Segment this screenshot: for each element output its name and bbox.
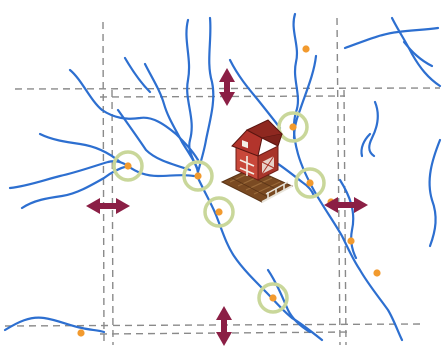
crossing-dot [347, 237, 355, 245]
crossing-ring [257, 282, 289, 314]
crossing-ring [203, 196, 235, 228]
crossing-dot [77, 329, 85, 337]
river-left-trib-mid [116, 108, 192, 172]
crossing-ring [294, 167, 326, 199]
river-top-right-b [390, 16, 442, 88]
barn-icon [220, 119, 294, 203]
river-top-right-c [402, 40, 434, 68]
crossing-ring [277, 111, 309, 143]
arrow-vertical-top [219, 68, 235, 106]
arrow-horizontal-right [324, 197, 368, 213]
grid-line-vertical-right-inner [343, 89, 347, 346]
crossing-dot [302, 45, 310, 53]
river-left-west-c [38, 132, 122, 164]
grid-line-horizontal-top [14, 87, 441, 90]
arrow-horizontal-left [86, 198, 130, 214]
river-right-trib-a [292, 54, 318, 140]
river-upper-mid [143, 62, 200, 172]
river-bottom-right [266, 268, 312, 334]
river-upper-right-a [196, 16, 215, 174]
river-right-hook-b [360, 132, 372, 158]
river-far-right [428, 138, 442, 248]
grid-line-vertical-left-inner [111, 89, 114, 346]
river-right-trib-b [270, 158, 316, 198]
river-mid-right-branch [338, 178, 358, 260]
culvert-crossing-markers [112, 111, 326, 314]
arrow-vertical-bottom [216, 306, 232, 346]
movement-arrows [86, 68, 368, 346]
river-top-right-a [343, 26, 440, 50]
crossing-ring [182, 160, 214, 192]
river-right-hook [368, 100, 379, 158]
crossing-ring [112, 150, 144, 182]
grid-line-vertical-left [102, 21, 105, 346]
river-upper-right-b [228, 58, 282, 130]
grid-line-horizontal-bottom [4, 323, 421, 327]
river-bottom-left [3, 316, 106, 334]
river-left-trib-upper [68, 68, 200, 162]
grid-line-vertical-right [336, 17, 341, 346]
crossing-dot [373, 269, 381, 277]
river-upper-mid-b [123, 56, 152, 94]
